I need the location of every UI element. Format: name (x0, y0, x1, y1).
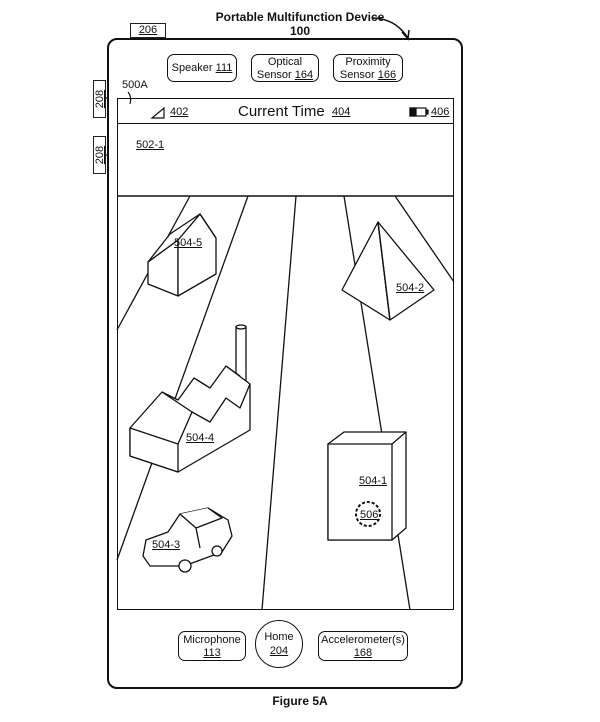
optical-label: Optical (267, 56, 303, 68)
time-ref: 404 (332, 106, 351, 118)
screen (117, 98, 454, 610)
device-frame (107, 38, 463, 689)
home-button[interactable]: Home 204 (255, 620, 303, 668)
microphone-label: Microphone (183, 634, 241, 646)
proximity-label: Proximity (345, 56, 391, 68)
ref-206: 206 (130, 23, 166, 38)
factory-label: 504-4 (186, 432, 215, 444)
ref-208-top: 208 (93, 80, 106, 118)
home-number: 204 (269, 645, 289, 657)
device-pointer-arrow (371, 17, 409, 39)
panel-ref: 502-1 (136, 139, 165, 151)
optical-sensor-pill: Optical Sensor 164 (251, 54, 319, 82)
battery-icon (409, 107, 429, 117)
box-label: 504-1 (359, 475, 388, 487)
ref-208-bottom: 208 (93, 136, 106, 174)
ref-208-bottom-text: 208 (94, 145, 106, 165)
proximity-number: 166 (377, 69, 397, 81)
leader-500a (127, 91, 132, 105)
proximity-label2: Sensor (339, 69, 375, 81)
house-label: 504-5 (174, 237, 203, 249)
signal-icon (150, 106, 165, 119)
ref-206-text: 206 (138, 24, 158, 36)
device-title: Portable Multifunction Device 100 (0, 10, 600, 38)
microphone-number: 113 (203, 647, 221, 659)
pyramid-label: 504-2 (396, 282, 425, 294)
house-shape (147, 213, 217, 297)
microphone-pill: Microphone 113 (178, 631, 246, 661)
accelerometer-pill: Accelerometer(s) 168 (318, 631, 408, 661)
signal-ref: 402 (170, 106, 189, 118)
touch-indicator (355, 501, 381, 527)
accelerometer-number: 168 (353, 647, 373, 659)
battery-ref: 406 (431, 106, 450, 118)
box-shape (327, 431, 407, 541)
optical-label2: Sensor (256, 69, 292, 81)
ref-500a: 500A (122, 79, 148, 91)
device-number: 100 (289, 24, 311, 38)
proximity-sensor-pill: Proximity Sensor 166 (333, 54, 403, 82)
touch-indicator-label: 506 (360, 509, 379, 521)
speaker-number: 111 (215, 62, 233, 74)
status-bar (117, 98, 454, 124)
current-time-label: Current Time (238, 103, 325, 120)
accelerometer-label: Accelerometer(s) (321, 634, 405, 646)
speaker-label: Speaker (171, 62, 213, 74)
car-label: 504-3 (152, 539, 181, 551)
device-title-text: Portable Multifunction Device (215, 10, 385, 24)
home-label: Home (264, 631, 294, 643)
car-shape (142, 507, 233, 573)
speaker-pill: Speaker 111 (167, 54, 237, 82)
pyramid-shape (341, 221, 435, 321)
factory-shape (129, 324, 251, 473)
figure-caption: Figure 5A (272, 694, 328, 708)
optical-number: 164 (294, 69, 314, 81)
ref-208-top-text: 208 (94, 89, 106, 109)
